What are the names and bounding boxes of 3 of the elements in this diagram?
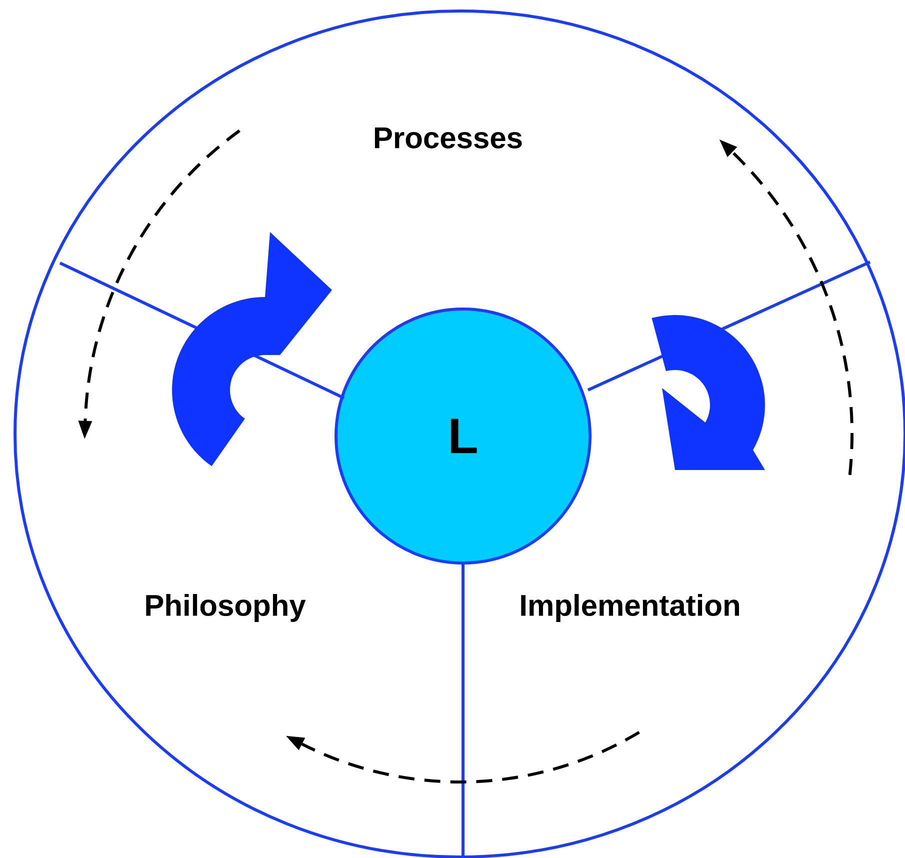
sector-label: Philosophy xyxy=(146,594,306,622)
sector-label: Processes xyxy=(374,128,522,148)
sector-label: Implementation xyxy=(521,594,739,622)
